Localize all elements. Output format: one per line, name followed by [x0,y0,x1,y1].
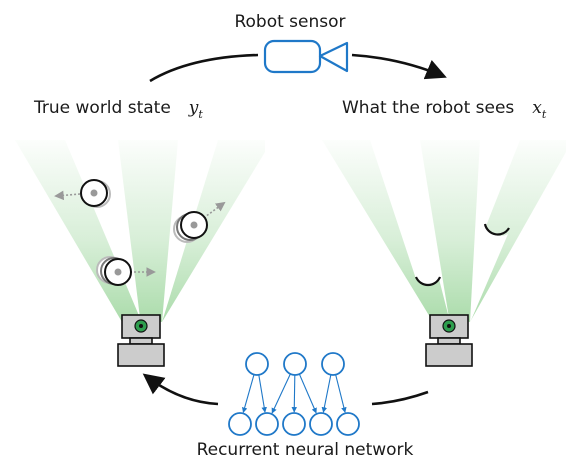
network-edge [241,374,255,413]
robot-icon [117,314,165,367]
sensor-out-arrow [351,53,447,80]
robot-icon [425,314,473,367]
camera-icon [263,39,349,74]
left-sensor-beams [15,140,265,322]
ball-icon [96,256,132,286]
network-node-top [245,352,269,376]
network-label: Recurrent neural network [197,440,414,460]
network-out-arrow [142,373,219,406]
ball-1 [54,179,111,208]
network-edge [298,373,317,414]
ball-icon [173,211,208,243]
ball-3 [96,256,156,286]
network-node-top [283,352,307,376]
network-node-top [321,352,345,376]
network-edge [321,374,332,413]
right-sensor-beams [322,140,566,322]
sensor-in-arrow [149,53,259,83]
network-node-bottom [282,412,306,436]
network-edge [258,374,267,413]
network-node-bottom [336,412,360,436]
neural-network-icon [228,352,360,436]
network-node-bottom [309,412,333,436]
network-in-arrow [371,390,429,406]
ball-icon [80,179,111,208]
network-edge [291,374,298,413]
seen-surface-1 [414,276,442,287]
network-nodes [228,352,360,436]
sensor-label: Robot sensor [234,12,345,32]
ball-2 [173,201,226,243]
network-node-bottom [255,412,279,436]
network-node-bottom [228,412,252,436]
seen-surface-2 [483,223,510,236]
network-edge [271,373,291,414]
network-edges [241,373,347,414]
network-edge [335,374,347,413]
